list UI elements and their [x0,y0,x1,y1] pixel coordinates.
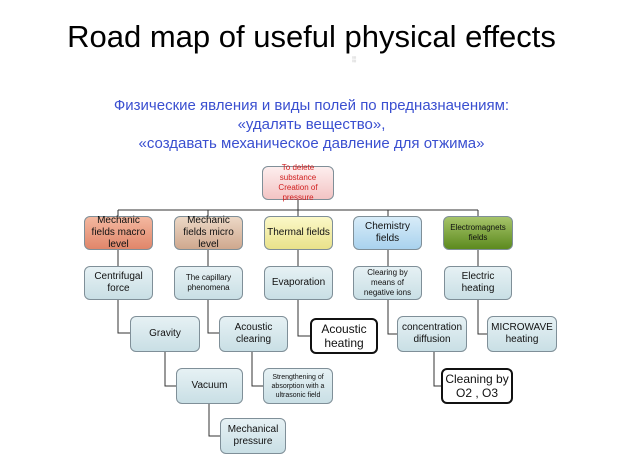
node-electromagnets: Electromagnets fields [443,216,513,250]
node-chemistry: Chemistry fields [353,216,422,250]
node-microwave-heating: MICROWAVE heating [487,316,557,352]
subtitle: Физические явления и виды полей по предн… [0,96,623,153]
page-title: Road map of useful physical effects [67,19,556,54]
node-negative-ions: Clearing by means of negative ions [353,266,422,300]
node-centrifugal: Centrifugal force [84,266,153,300]
connector-capillary-acoustic [207,300,219,334]
connector-evaporation-heating [297,300,310,337]
node-mechanic-micro: Mechanic fields micro level [174,215,243,250]
node-gravity: Gravity [130,316,200,352]
node-concentration-diffusion: concentration diffusion [397,316,467,352]
node-root: To delete substance Creation of pressure [262,163,334,202]
connector-centrifugal-gravity [117,300,130,334]
node-acoustic-clearing: Acoustic clearing [219,316,288,352]
subtitle-line-1: Физические явления и виды полей по предн… [113,97,510,114]
node-cleaning-o2-o3: Cleaning by O2 , O3 [441,368,513,404]
node-electric-heating: Electric heating [444,266,512,300]
node-thermal: Thermal fields [264,216,333,250]
node-mechanical-pressure: Mechanical pressure [220,418,286,454]
connector-diffusion-cleaning [433,352,441,387]
node-capillary: The capillary phenomena [174,266,243,300]
node-vacuum: Vacuum [176,368,243,404]
title-watermark: ░ [352,57,357,63]
connector-acoustic-strengthening [251,352,263,387]
node-strengthening: Strengthening of absorption with a ultra… [263,368,333,404]
connector-ions-diffusion [387,300,397,335]
connector-electric-microwave [477,300,487,335]
connector-gravity-vacuum [164,352,176,387]
subtitle-line-2: «удалять вещество», [237,116,386,133]
subtitle-line-3: «создавать механическое давление для отж… [138,135,485,152]
connector-vacuum-pressure [208,404,220,437]
node-mechanic-macro: Mechanic fields macro level [84,215,153,250]
node-evaporation: Evaporation [264,266,333,300]
node-acoustic-heating: Acoustic heating [310,318,378,354]
